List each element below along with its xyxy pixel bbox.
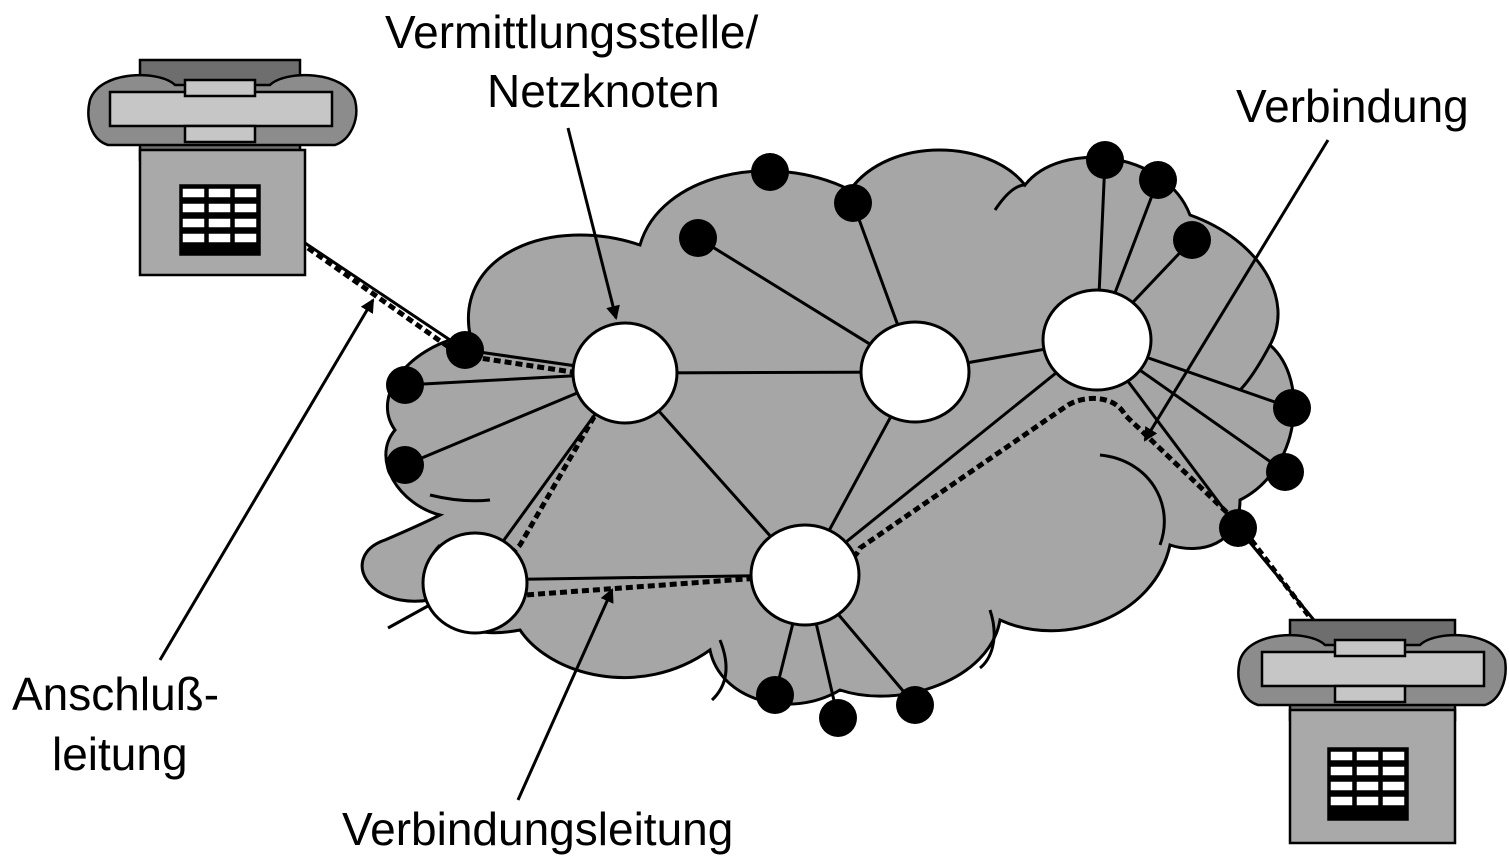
terminal-point <box>1086 141 1124 179</box>
network-cloud <box>360 148 1296 706</box>
terminal-point <box>679 219 717 257</box>
connection-callout-arrow <box>1143 139 1330 442</box>
callout-arrows <box>158 127 1330 801</box>
access-line-callout-arrow <box>158 298 375 661</box>
terminal-point <box>386 366 424 404</box>
switch-label-line2: Netzknoten <box>487 65 720 117</box>
terminal-point <box>896 686 934 724</box>
access-line-label-line1: Anschluß- <box>12 668 219 720</box>
trunk-line-label: Verbindungsleitung <box>342 803 733 855</box>
terminal-point <box>1173 221 1211 259</box>
telephone-icon <box>87 58 358 277</box>
switching-node <box>859 320 971 424</box>
terminal-point <box>1219 509 1257 547</box>
switch-callout-arrow <box>566 127 620 320</box>
switching-nodes <box>421 288 1153 635</box>
switching-node <box>1041 288 1153 392</box>
terminal-point <box>1273 389 1311 427</box>
terminal-point <box>1139 161 1177 199</box>
connection-label: Verbindung <box>1236 80 1469 132</box>
terminal-point <box>1266 453 1304 491</box>
terminal-point <box>751 153 789 191</box>
access-line-label-line2: leitung <box>52 728 188 780</box>
terminal-points <box>386 141 1311 737</box>
terminal-point <box>756 676 794 714</box>
switching-node <box>571 321 679 425</box>
switch-label-line1: Vermittlungsstelle/ <box>385 6 758 58</box>
trunk-callout-arrow <box>516 588 614 801</box>
terminal-point <box>446 331 484 369</box>
switching-node <box>749 523 861 627</box>
terminal-point <box>834 184 872 222</box>
switching-node <box>421 531 529 635</box>
terminal-point <box>819 699 857 737</box>
telephone-icon <box>1237 618 1507 845</box>
terminal-point <box>386 446 424 484</box>
